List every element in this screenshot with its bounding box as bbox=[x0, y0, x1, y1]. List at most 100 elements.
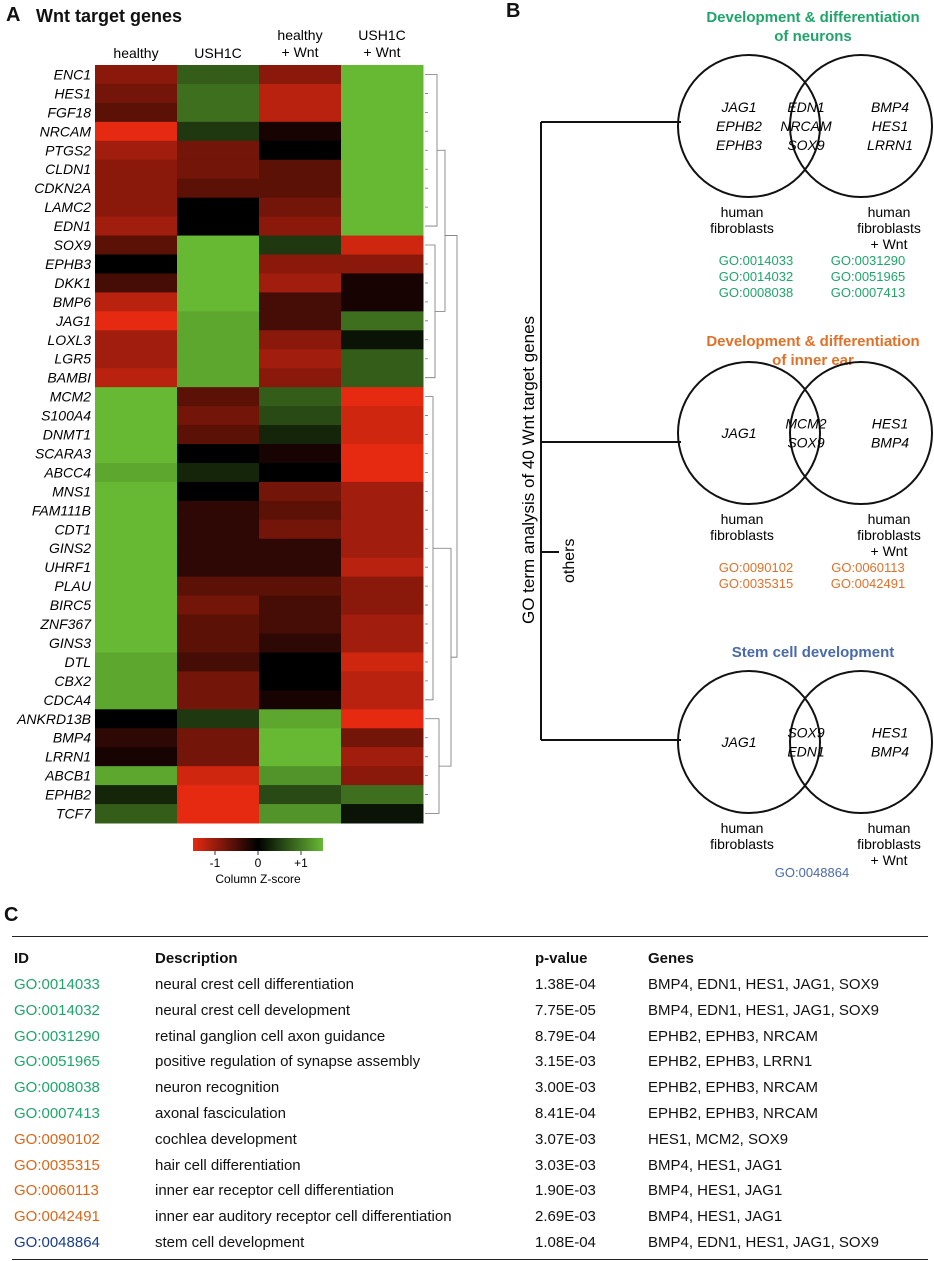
heatmap-cell bbox=[95, 444, 178, 464]
heatmap-cell bbox=[341, 368, 424, 388]
heatmap-cell bbox=[177, 197, 260, 218]
gene-label: CLDN1 bbox=[45, 161, 91, 177]
heatmap-cell bbox=[341, 65, 424, 85]
p-value-cell: 1.90E-03 bbox=[535, 1182, 596, 1200]
gene-label: BMP6 bbox=[53, 294, 91, 310]
header-genes: Genes bbox=[648, 950, 694, 967]
panel-b-letter: B bbox=[506, 0, 521, 22]
heatmap-cell bbox=[177, 728, 260, 748]
go-description-cell: neural crest cell differentiation bbox=[155, 976, 354, 993]
column-header-0: healthy bbox=[113, 45, 158, 61]
heatmap-cell bbox=[341, 633, 424, 653]
heatmap-cell bbox=[341, 178, 424, 199]
tree-axis-label: GO term analysis of 40 Wnt target genes bbox=[519, 316, 538, 624]
venn-left-gene: EPHB2 bbox=[716, 118, 762, 134]
legend-tick-label: -1 bbox=[210, 856, 221, 870]
heatmap-cell bbox=[341, 538, 424, 559]
heatmap-cell bbox=[95, 747, 178, 767]
heatmap-cell bbox=[341, 197, 424, 218]
gene-label: MCM2 bbox=[50, 389, 91, 405]
heatmap-cell bbox=[259, 709, 342, 729]
heatmap-cell bbox=[341, 292, 424, 312]
heatmap-cell bbox=[95, 121, 178, 142]
heatmap-cell bbox=[95, 273, 178, 293]
heatmap-cell bbox=[259, 235, 342, 255]
heatmap-cell bbox=[95, 519, 178, 540]
heatmap-cell bbox=[177, 140, 260, 161]
heatmap-cell bbox=[341, 406, 424, 426]
heatmap-cell bbox=[177, 121, 260, 142]
heatmap-cell bbox=[177, 652, 260, 672]
heatmap-cell bbox=[95, 83, 178, 104]
gene-label: LGR5 bbox=[54, 351, 91, 367]
heatmap-cell bbox=[177, 576, 260, 597]
heatmap-cell bbox=[95, 102, 178, 123]
gene-label: SCARA3 bbox=[35, 445, 91, 461]
heatmap-cell bbox=[341, 595, 424, 616]
heatmap-cell bbox=[177, 557, 260, 578]
genes-cell: BMP4, HES1, JAG1 bbox=[648, 1208, 783, 1226]
dendrogram-leaves bbox=[425, 74, 428, 814]
heatmap-cell bbox=[259, 671, 342, 691]
heatmap-cell bbox=[341, 728, 424, 748]
heatmap-cell bbox=[177, 368, 260, 388]
heatmap-cell bbox=[95, 65, 178, 85]
p-value-cell: 3.00E-03 bbox=[535, 1079, 596, 1097]
table-bottom-rule bbox=[12, 1259, 928, 1260]
heatmap-cell bbox=[341, 425, 424, 445]
gene-label: CDKN2A bbox=[34, 180, 91, 196]
venn-right-label: fibroblasts bbox=[857, 220, 921, 236]
heatmap-cell bbox=[259, 690, 342, 710]
heatmap-cell bbox=[177, 159, 260, 180]
heatmap-cell bbox=[341, 121, 424, 142]
heatmap-cell bbox=[95, 349, 178, 369]
heatmap-cell bbox=[95, 652, 178, 672]
genes-cell: BMP4, HES1, JAG1 bbox=[648, 1156, 783, 1174]
venn-shared-gene: SOX9 bbox=[787, 137, 825, 153]
heatmap-cell bbox=[95, 690, 178, 710]
venn-left-circle bbox=[677, 54, 821, 198]
heatmap-cell bbox=[95, 368, 178, 388]
dendrogram-branch bbox=[445, 235, 458, 658]
venn-right-gene: HES1 bbox=[872, 118, 909, 134]
column-header-line: healthy bbox=[277, 27, 322, 43]
gene-label: BMP4 bbox=[53, 730, 91, 746]
go-description-cell: inner ear receptor cell differentiation bbox=[155, 1182, 395, 1200]
heatmap-cell bbox=[259, 444, 342, 464]
venn-left-label: fibroblasts bbox=[710, 220, 774, 236]
venn-left-go-term: GO:0008038 bbox=[719, 285, 793, 300]
heatmap-cell bbox=[341, 273, 424, 293]
heatmap-cell bbox=[95, 766, 178, 786]
gene-label: DNMT1 bbox=[43, 427, 91, 443]
p-value-cell: 3.15E-03 bbox=[535, 1053, 596, 1071]
tree-branches bbox=[540, 121, 681, 741]
heatmap-cell bbox=[341, 387, 424, 407]
venn-right-label: human bbox=[868, 204, 911, 220]
heatmap-cell bbox=[95, 292, 178, 312]
go-id-cell: GO:0035315 bbox=[14, 1156, 100, 1174]
table-top-rule bbox=[12, 936, 928, 937]
venn-right-go-term: GO:0051965 bbox=[831, 269, 905, 284]
heatmap-cell bbox=[341, 83, 424, 104]
legend-color-bar bbox=[193, 838, 323, 851]
heatmap-cell bbox=[177, 83, 260, 104]
go-description-cell: inner ear auditory receptor cell differe… bbox=[155, 1208, 452, 1226]
gene-label: PLAU bbox=[54, 578, 91, 594]
heatmap-cell bbox=[95, 216, 178, 237]
heatmap-cell bbox=[95, 235, 178, 255]
column-header-line: healthy bbox=[113, 45, 158, 61]
heatmap-cell bbox=[177, 690, 260, 710]
gene-label: MNS1 bbox=[52, 483, 91, 499]
gene-label: TCF7 bbox=[56, 806, 92, 822]
heatmap-cell bbox=[259, 766, 342, 786]
venn-right-gene: BMP4 bbox=[871, 99, 909, 115]
legend-title: Column Z-score bbox=[215, 872, 301, 886]
go-description-cell: stem cell development bbox=[155, 1234, 305, 1251]
heatmap-cell bbox=[177, 406, 260, 426]
venn-right-gene: HES1 bbox=[872, 725, 909, 741]
gene-label: LAMC2 bbox=[44, 199, 91, 215]
heatmap-cell bbox=[259, 804, 342, 824]
heatmap-cell bbox=[341, 785, 424, 805]
